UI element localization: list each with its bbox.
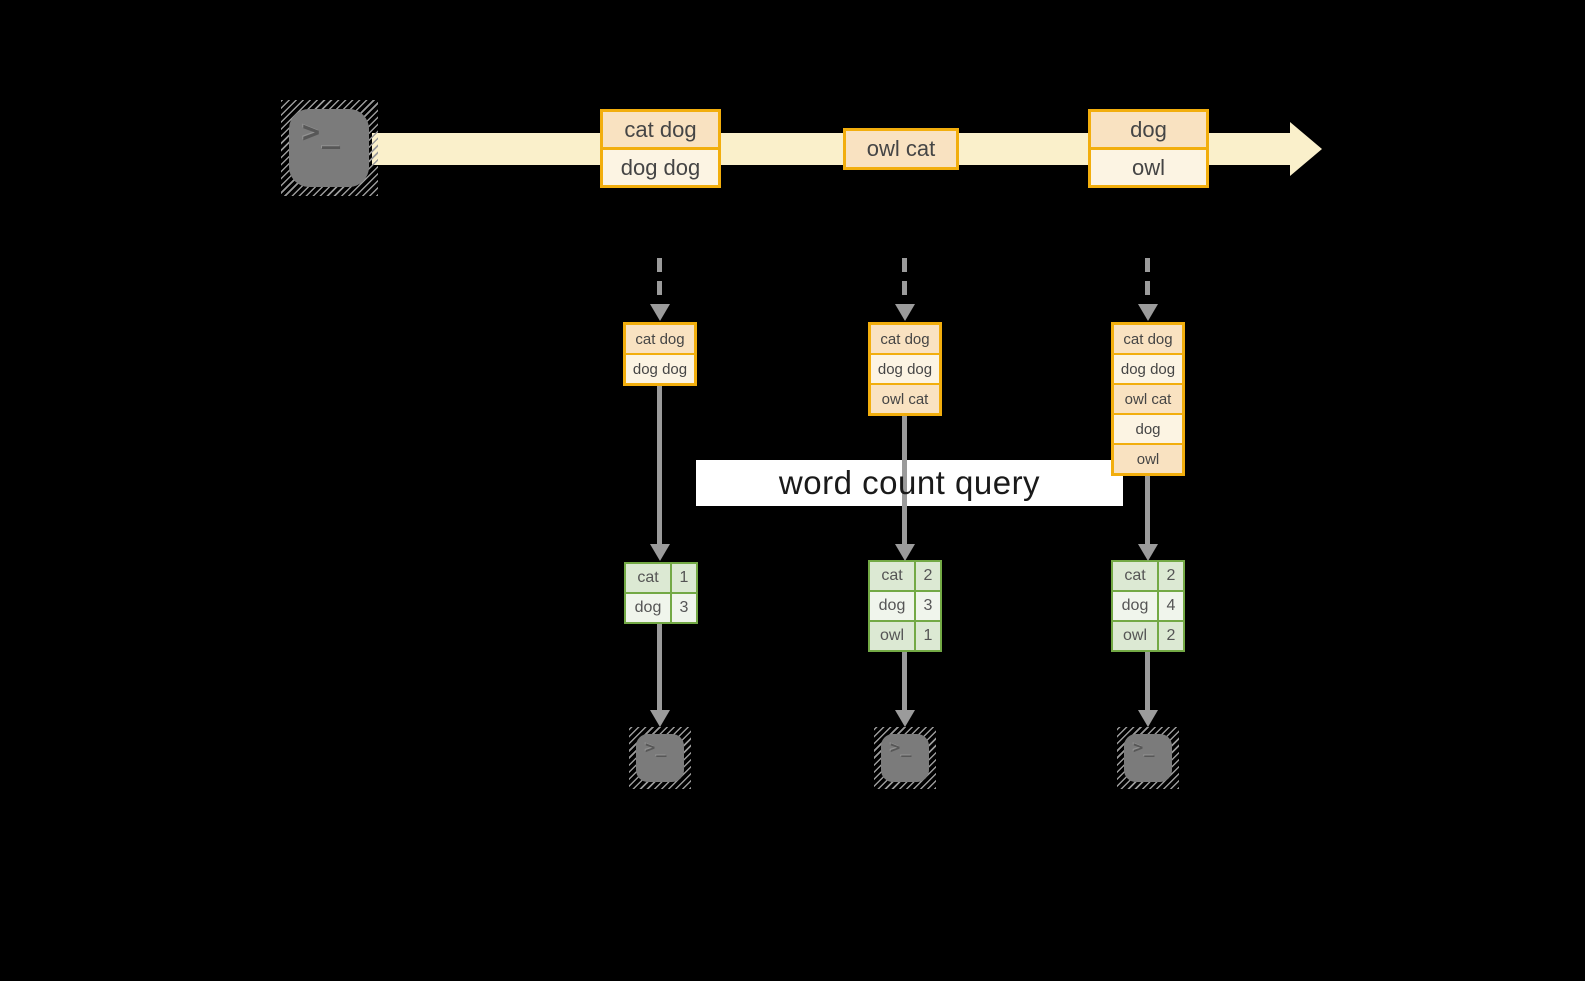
arrow-shaft [657,386,662,544]
arrowhead-icon [650,710,670,727]
query-band [696,460,1123,506]
sink-terminal-icon-1: >_ [629,727,691,789]
stream-event-box-1: cat dog dog dog [600,109,721,188]
terminal-prompt-icon: >_ [1133,738,1156,758]
count-value-cell: 3 [916,592,940,620]
count-value-cell: 4 [1159,592,1183,620]
state-row: owl cat [1114,385,1182,413]
arrowhead-icon [650,544,670,561]
count-value-cell: 2 [1159,622,1183,650]
count-word-cell: cat [1113,562,1157,590]
count-value-cell: 2 [916,562,940,590]
count-word-cell: cat [870,562,914,590]
state-row: dog dog [871,355,939,383]
arrowhead-icon [1138,544,1158,561]
arrowhead-icon [895,710,915,727]
terminal-screen: >_ [636,734,684,782]
state-box-1: cat dog dog dog [623,322,697,386]
stream-event-line: dog dog [603,150,718,185]
state-row: cat dog [626,325,694,353]
dashed-arrowhead-icon [1138,304,1158,321]
state-row: cat dog [1114,325,1182,353]
terminal-screen: >_ [289,109,369,187]
count-value-cell: 1 [916,622,940,650]
arrowhead-icon [895,544,915,561]
state-row: dog [1114,415,1182,443]
state-row: dog dog [1114,355,1182,383]
dashed-arrowhead-icon [895,304,915,321]
sink-terminal-icon-3: >_ [1117,727,1179,789]
dashed-arrow-shaft [657,258,662,304]
count-table-1: cat 1 dog 3 [624,562,698,624]
arrow-shaft [1145,652,1150,710]
terminal-prompt-icon: >_ [302,115,343,150]
state-row: cat dog [871,325,939,353]
count-value-cell: 1 [672,564,696,592]
stream-event-line: dog [1091,112,1206,147]
stream-arrowhead-icon [1290,122,1322,176]
count-word-cell: dog [1113,592,1157,620]
state-row: dog dog [626,355,694,383]
state-row: owl [1114,445,1182,473]
count-value-cell: 3 [672,594,696,622]
terminal-prompt-icon: >_ [645,738,668,758]
arrow-shaft [657,624,662,710]
source-terminal-icon: >_ [281,100,378,196]
terminal-screen: >_ [1124,734,1172,782]
state-box-3: cat dog dog dog owl cat dog owl [1111,322,1185,476]
state-row: owl cat [871,385,939,413]
count-word-cell: owl [1113,622,1157,650]
dashed-arrow-shaft [1145,258,1150,304]
stream-event-line: owl cat [846,131,956,167]
stream-event-line: cat dog [603,112,718,147]
stream-event-box-2: owl cat [843,128,959,170]
stream-event-line: owl [1091,150,1206,185]
terminal-screen: >_ [881,734,929,782]
state-box-2: cat dog dog dog owl cat [868,322,942,416]
count-value-cell: 2 [1159,562,1183,590]
arrow-shaft [902,416,907,544]
count-table-2: cat 2 dog 3 owl 1 [868,560,942,652]
terminal-prompt-icon: >_ [890,738,913,758]
arrow-shaft [902,652,907,710]
stream-event-box-3: dog owl [1088,109,1209,188]
arrow-shaft [1145,476,1150,544]
count-word-cell: dog [626,594,670,622]
sink-terminal-icon-2: >_ [874,727,936,789]
count-word-cell: owl [870,622,914,650]
count-word-cell: dog [870,592,914,620]
count-table-3: cat 2 dog 4 owl 2 [1111,560,1185,652]
arrowhead-icon [1138,710,1158,727]
count-word-cell: cat [626,564,670,592]
dashed-arrowhead-icon [650,304,670,321]
dashed-arrow-shaft [902,258,907,304]
